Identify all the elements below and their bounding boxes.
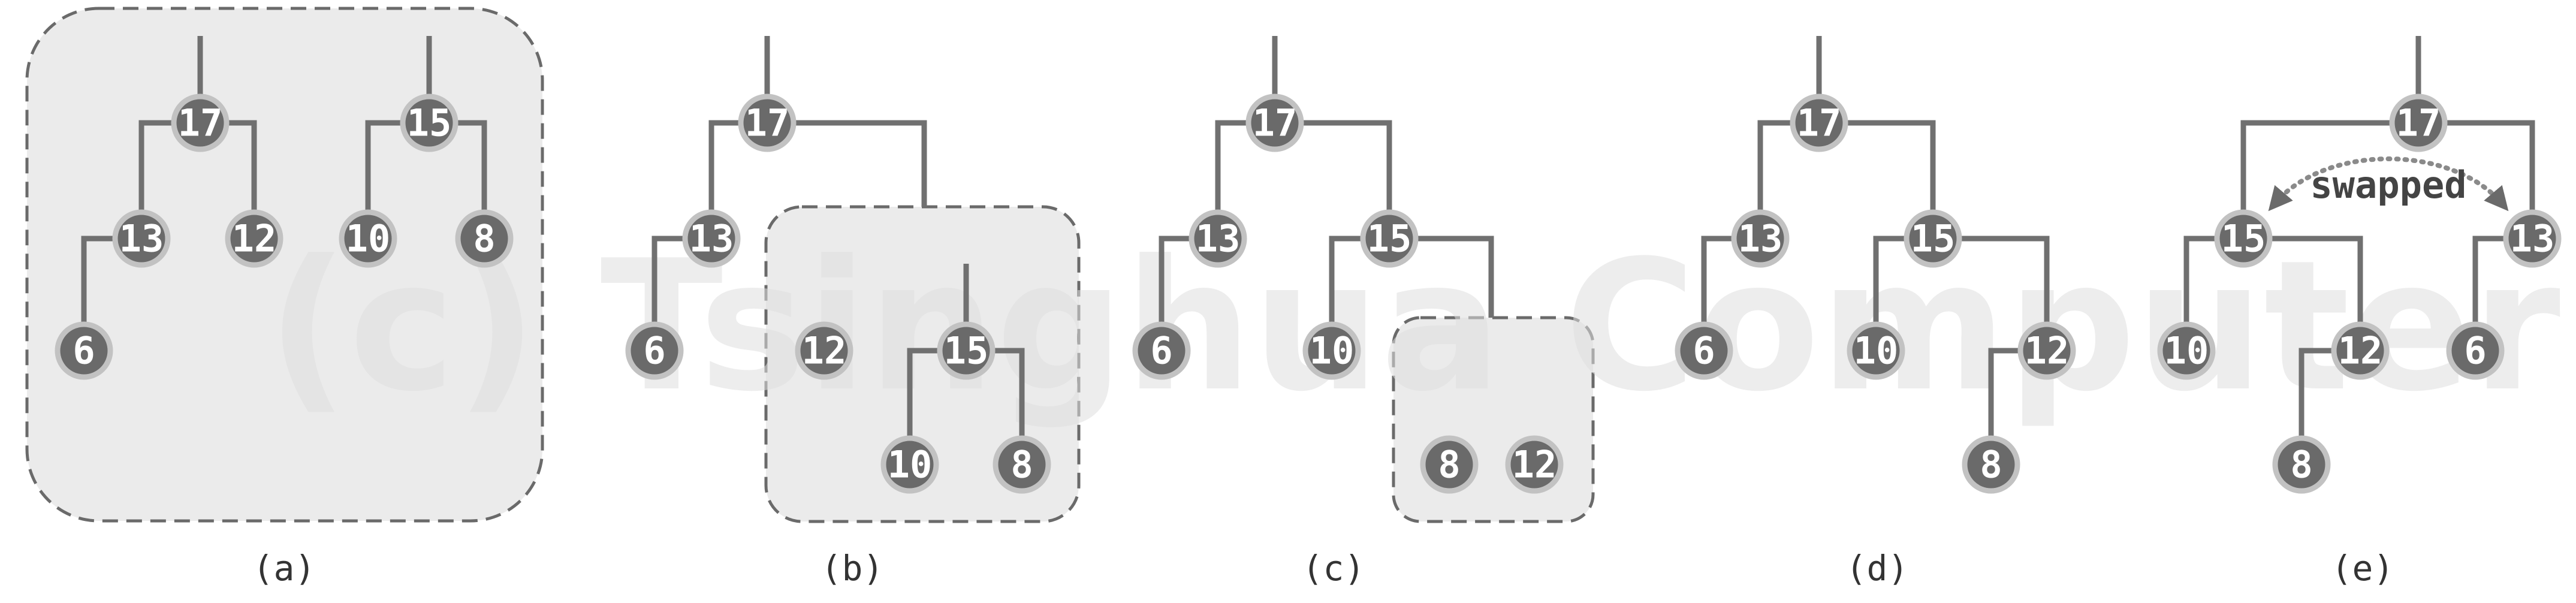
- heap-node: [1189, 209, 1247, 268]
- heap-node: [2272, 435, 2331, 494]
- node-label: 13: [2510, 217, 2555, 261]
- panel-c: 17 13 15 6 10 8 12 (c): [1132, 36, 1564, 589]
- node-label: 15: [407, 101, 452, 145]
- node-label: 8: [1438, 443, 1460, 487]
- node-label: 12: [232, 217, 277, 261]
- edge: [1389, 236, 1494, 318]
- node-label: 6: [73, 329, 95, 373]
- node-label: 17: [2396, 101, 2441, 145]
- node-label: 15: [944, 329, 989, 373]
- node-label: 8: [473, 217, 495, 261]
- node-label: 6: [643, 329, 665, 373]
- heap-node: [225, 209, 283, 268]
- edge: [1933, 236, 2050, 351]
- heap-node: [1675, 321, 1733, 380]
- heap-node: [2214, 209, 2273, 268]
- heap-node: [2017, 321, 2076, 380]
- heap-node: [1132, 321, 1191, 380]
- heap-node: [1505, 435, 1564, 494]
- panel-e: swapped 17 15 13 10 12 6 8 (e): [2157, 36, 2562, 589]
- node-label: 12: [2338, 329, 2383, 373]
- heap-node: [738, 94, 797, 152]
- heap-node: [682, 209, 741, 268]
- node-label: 10: [2164, 329, 2209, 373]
- heap-node: [455, 209, 514, 268]
- heap-node: [2446, 321, 2505, 380]
- node-label: 6: [1150, 329, 1172, 373]
- node-label: 12: [2025, 329, 2070, 373]
- edge: [1819, 120, 1936, 239]
- swapped-label: swapped: [2310, 163, 2466, 207]
- node-label: 15: [2221, 217, 2266, 261]
- node-label: 6: [2464, 329, 2486, 373]
- node-label: 10: [1854, 329, 1899, 373]
- heap-node: [1245, 94, 1304, 152]
- node-label: 12: [802, 329, 847, 373]
- heap-node: [1420, 435, 1479, 494]
- edge: [2243, 236, 2363, 351]
- swap-arrow: [2268, 156, 2509, 212]
- node-label: 17: [745, 101, 790, 145]
- node-label: 10: [346, 217, 391, 261]
- heap-node: [2503, 209, 2562, 268]
- node-label: 12: [1512, 443, 1557, 487]
- node-label: 8: [1011, 443, 1033, 487]
- heap-node: [937, 321, 996, 380]
- edge: [2240, 120, 2418, 239]
- heap-node: [55, 321, 113, 380]
- heap-node: [1847, 321, 1905, 380]
- node-label: 13: [689, 217, 734, 261]
- panel-caption: (b): [821, 548, 884, 589]
- panel-caption: (c): [1302, 548, 1365, 589]
- heap-node: [2157, 321, 2216, 380]
- heap-node: [1360, 209, 1419, 268]
- heap-node: [880, 435, 939, 494]
- panel-caption: (a): [253, 548, 316, 589]
- edge: [767, 120, 927, 207]
- heap-node: [993, 435, 1051, 494]
- node-label: 10: [1310, 329, 1355, 373]
- node-label: 13: [1738, 217, 1783, 261]
- heap-node: [2331, 321, 2390, 380]
- edge: [2418, 120, 2535, 239]
- panel-caption: (e): [2331, 548, 2394, 589]
- edge: [1275, 120, 1392, 239]
- heap-node: [400, 94, 459, 152]
- heap-node: [1731, 209, 1790, 268]
- panel-d: 17 13 15 6 10 12 8 (d): [1675, 36, 2076, 589]
- heap-node: [171, 94, 230, 152]
- heap-node: [625, 321, 684, 380]
- node-label: 10: [888, 443, 933, 487]
- node-label: 15: [1367, 217, 1412, 261]
- node-label: 17: [1797, 101, 1842, 145]
- panel-b: 17 13 6 12 15 10 8 (b): [625, 36, 1051, 589]
- heap-node: [795, 321, 853, 380]
- heap-node: [2389, 94, 2448, 152]
- node-label: 17: [178, 101, 223, 145]
- node-label: 15: [1911, 217, 1956, 261]
- heap-node: [1962, 435, 2020, 494]
- heap-node: [339, 209, 397, 268]
- node-label: 8: [2290, 443, 2312, 487]
- panel-caption: (d): [1846, 548, 1909, 589]
- node-label: 13: [1196, 217, 1241, 261]
- heap-node: [1302, 321, 1361, 380]
- node-label: 6: [1693, 329, 1715, 373]
- node-label: 8: [1980, 443, 2002, 487]
- panel-a: 17 15 13 12 10 8 6 (a): [55, 36, 514, 589]
- heap-node: [1904, 209, 1962, 268]
- heap-node: [1790, 94, 1848, 152]
- node-label: 13: [119, 217, 164, 261]
- node-label: 17: [1253, 101, 1298, 145]
- heap-node: [112, 209, 171, 268]
